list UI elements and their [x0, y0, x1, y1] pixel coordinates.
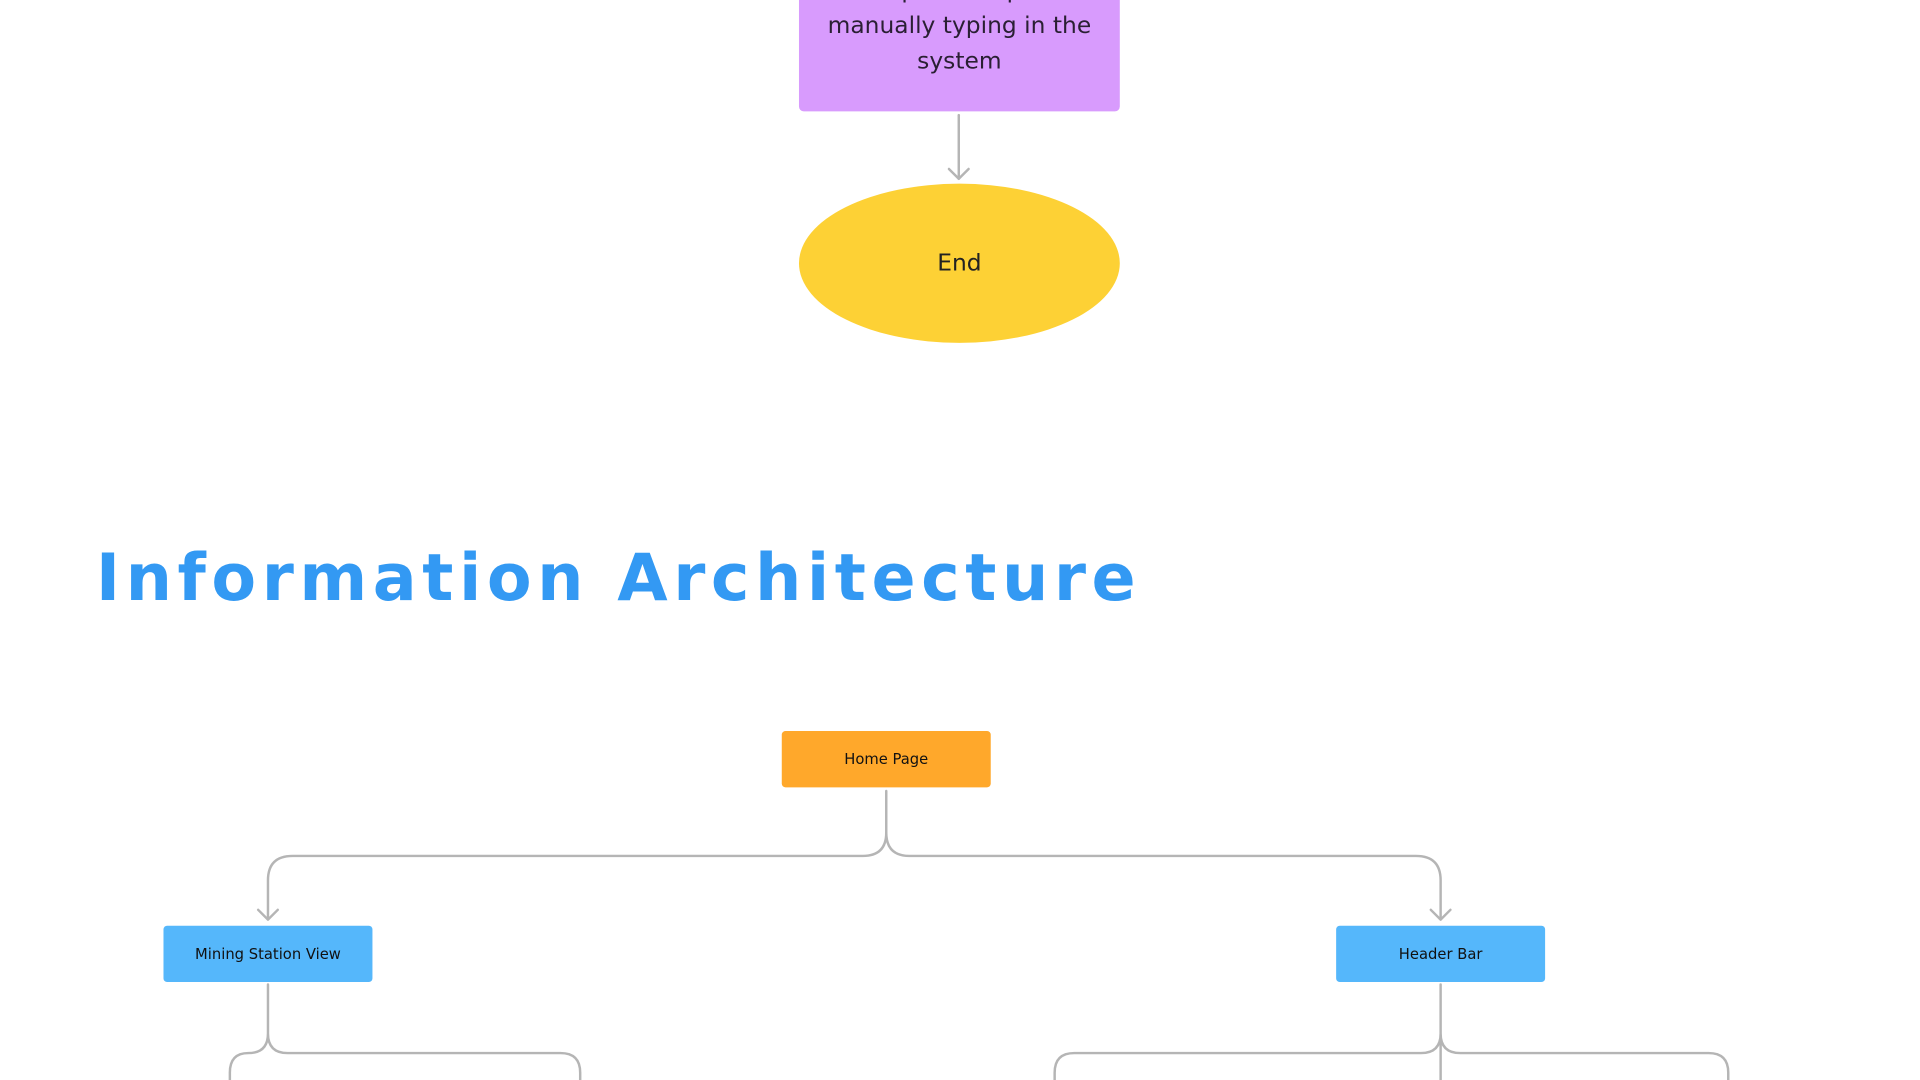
process-step-node[interactable]: Prepare a report manually typing in the … [798, 0, 1120, 112]
home-page-node[interactable]: Home Page [781, 731, 991, 788]
mining-station-view-node[interactable]: Mining Station View [163, 925, 373, 983]
tree-connector-mining-branch [228, 983, 582, 1080]
mining-station-view-label: Mining Station View [195, 945, 341, 963]
tree-arrow-head-right [1429, 908, 1452, 921]
end-terminal-node[interactable]: End [798, 183, 1120, 343]
header-bar-label: Header Bar [1398, 945, 1483, 963]
tree-connector-header-branch [1053, 983, 1730, 1080]
process-step-label: Prepare a report manually typing in the … [827, 0, 1092, 75]
tree-arrow-head-left [256, 908, 280, 921]
tree-connector-right [885, 831, 1442, 920]
end-label: End [937, 249, 982, 277]
tree-connector-left [266, 789, 888, 920]
section-title: Information Architecture [95, 541, 1142, 616]
home-page-label: Home Page [844, 750, 929, 768]
header-bar-node[interactable]: Header Bar [1336, 925, 1546, 983]
flow-arrow-head [947, 167, 970, 181]
